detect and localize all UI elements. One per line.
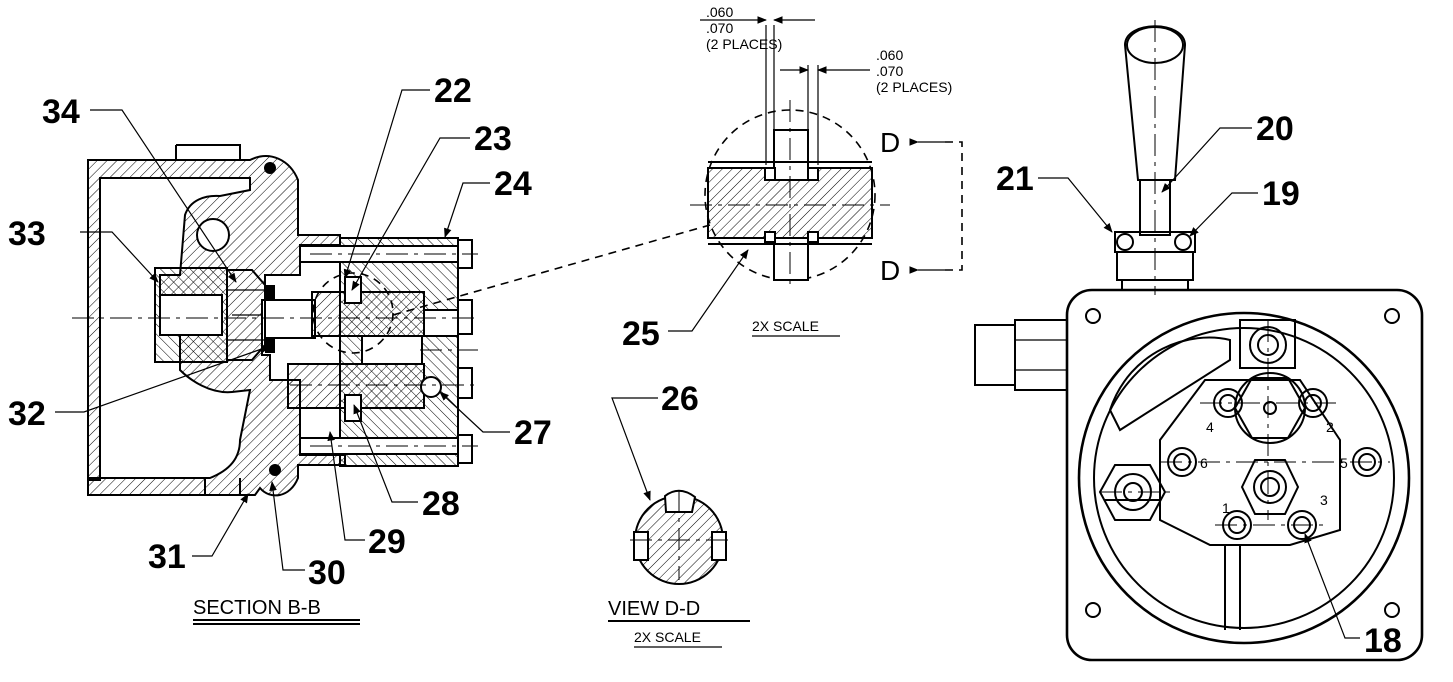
callout-21: 21 [996, 160, 1034, 198]
dimension-labels: .060 .070 (2 PLACES) .060 .070 (2 PLACES… [706, 4, 952, 95]
dim-left-line1: .060 [706, 4, 733, 20]
callout-labels: 34 33 32 22 23 24 27 28 29 30 31 25 26 2… [8, 72, 1402, 660]
dim-left-line2: .070 [706, 20, 733, 36]
dim-right-line1: .060 [876, 47, 903, 63]
callout-22: 22 [434, 72, 472, 110]
hole-number-4: 4 [1206, 419, 1214, 435]
callout-19: 19 [1262, 175, 1300, 213]
view-d-d [630, 489, 730, 585]
view-labels: SECTION B-B 2X SCALE VIEW D-D 2X SCALE D… [193, 127, 900, 648]
dim-left-line3: (2 PLACES) [706, 36, 782, 52]
hole-number-2: 2 [1326, 419, 1334, 435]
callout-32: 32 [8, 395, 46, 433]
dim-right-line2: .070 [876, 63, 903, 79]
dim-right-line3: (2 PLACES) [876, 79, 952, 95]
side-view [974, 20, 1424, 662]
detail-scale-label: 2X SCALE [752, 318, 819, 334]
view-scale-label: 2X SCALE [634, 629, 701, 645]
callout-28: 28 [422, 485, 460, 523]
callout-23: 23 [474, 120, 512, 158]
corner-screws [1085, 308, 1400, 618]
callout-33: 33 [8, 215, 46, 253]
hole-number-6: 6 [1200, 455, 1208, 471]
hole-number-1: 1 [1222, 500, 1230, 516]
hole-number-3: 3 [1320, 492, 1328, 508]
callout-20: 20 [1256, 110, 1294, 148]
callout-25: 25 [622, 315, 660, 353]
leader-lines [55, 89, 1360, 639]
callout-29: 29 [368, 523, 406, 561]
callout-24: 24 [494, 165, 532, 203]
callout-31: 31 [148, 538, 186, 576]
callout-30: 30 [308, 554, 346, 592]
hole-number-labels: 1 2 3 4 5 6 [1200, 419, 1348, 516]
section-b-b-view [72, 144, 478, 497]
callout-27: 27 [514, 414, 552, 452]
view-label: VIEW D-D [608, 598, 700, 620]
view-marker-bottom: D [880, 255, 900, 286]
view-marker-top: D [880, 127, 900, 158]
section-label: SECTION B-B [193, 597, 321, 619]
hole-number-5: 5 [1340, 455, 1348, 471]
detail-view [392, 16, 963, 316]
callout-18: 18 [1364, 622, 1402, 660]
callout-34: 34 [42, 93, 80, 131]
callout-26: 26 [661, 380, 699, 418]
